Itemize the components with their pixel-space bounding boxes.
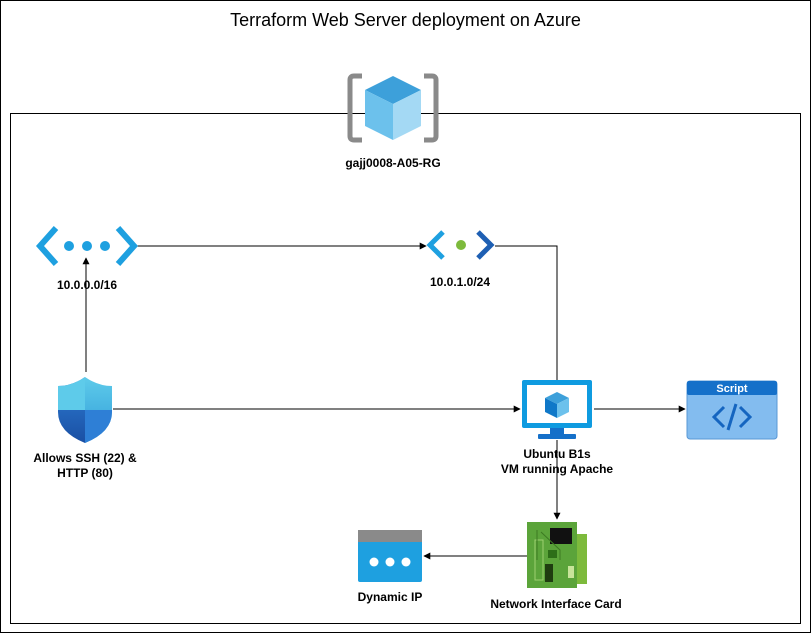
vm-label-line-2: VM running Apache bbox=[500, 462, 614, 476]
connectors bbox=[82, 242, 686, 560]
script-badge-label: Script bbox=[716, 383, 748, 395]
nsg-label: Allows SSH (22) & HTTP (80) bbox=[15, 451, 155, 481]
public-ip-label: Dynamic IP bbox=[357, 590, 423, 604]
network-security-group-icon bbox=[58, 377, 112, 443]
subnet-label: 10.0.1.0/24 bbox=[429, 275, 491, 289]
nsg-label-line-2: HTTP (80) bbox=[57, 466, 113, 480]
vm-label-line-1: Ubuntu B1s bbox=[523, 447, 591, 461]
vnet-label: 10.0.0.0/16 bbox=[56, 278, 118, 292]
virtual-machine-icon bbox=[522, 380, 592, 439]
subnet-icon bbox=[426, 230, 495, 260]
resource-group-icon bbox=[347, 73, 439, 143]
network-interface-card-icon bbox=[527, 522, 587, 588]
nic-label: Network Interface Card bbox=[490, 597, 622, 611]
nsg-label-line-1: Allows SSH (22) & bbox=[33, 451, 137, 465]
diagram-title: Terraform Web Server deployment on Azure bbox=[230, 10, 581, 30]
public-ip-icon bbox=[358, 530, 422, 582]
vm-label: Ubuntu B1s VM running Apache bbox=[487, 447, 627, 477]
script-icon bbox=[686, 380, 778, 440]
resource-group-label: gajj0008-A05-RG bbox=[345, 156, 441, 170]
edge-subnet-to-vm bbox=[495, 245, 561, 395]
virtual-network-icon bbox=[35, 226, 139, 266]
